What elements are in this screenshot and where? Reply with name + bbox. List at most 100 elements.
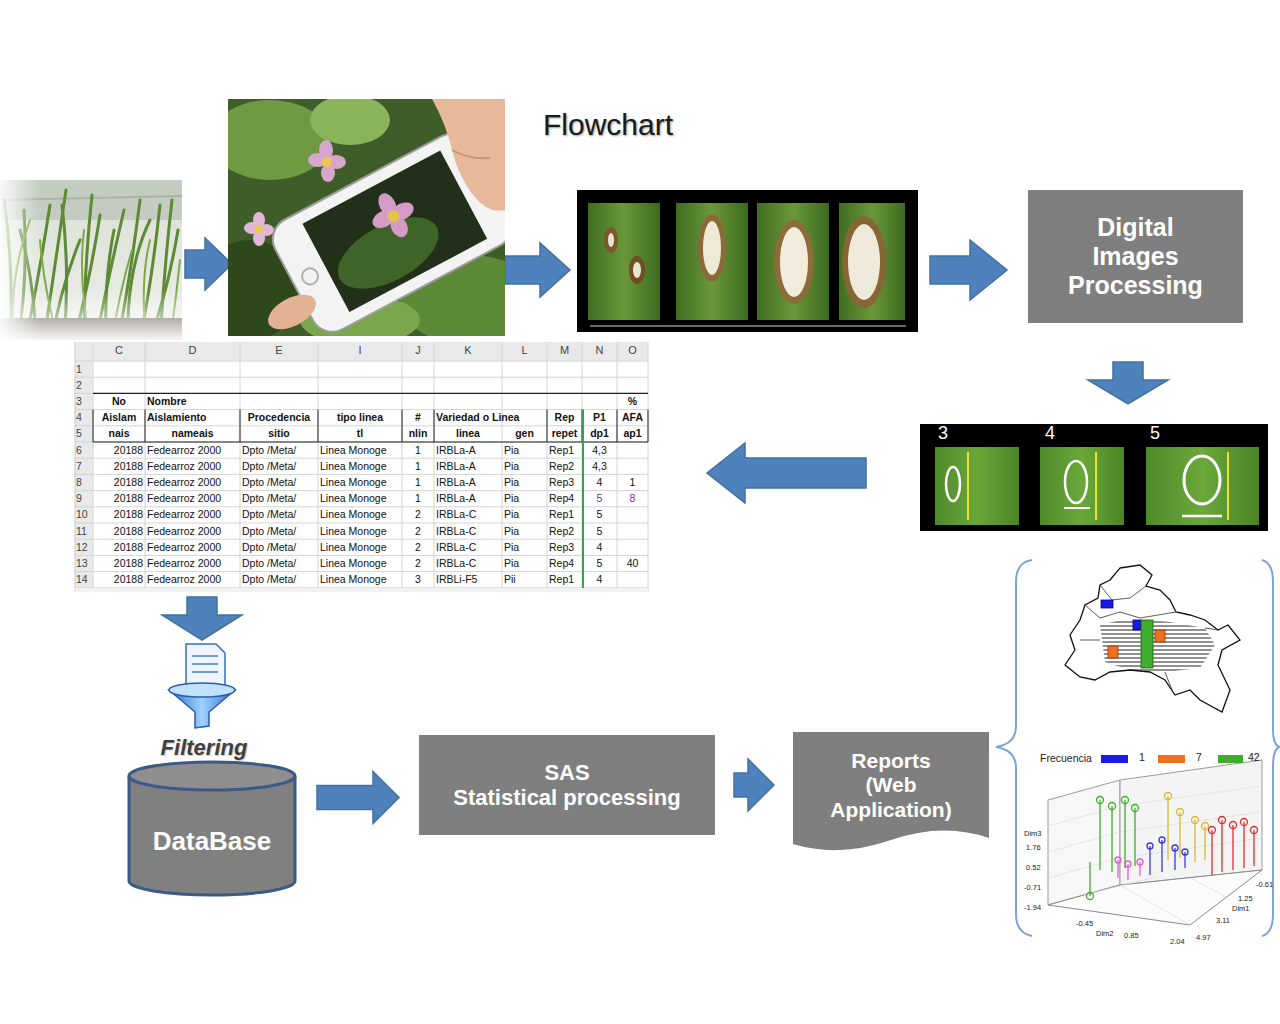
tick-label: 4.97 bbox=[1196, 933, 1211, 942]
funnel-icon bbox=[146, 640, 262, 730]
table-cell: 40 bbox=[619, 557, 646, 570]
table-cell: 4,3 bbox=[584, 460, 615, 473]
block-arrow-connector bbox=[734, 759, 774, 811]
table-cell: IRBLa-A bbox=[436, 476, 500, 489]
table-cell: 20188 bbox=[95, 444, 143, 457]
table-cell: Pia bbox=[504, 557, 545, 570]
row-number: 8 bbox=[75, 476, 93, 488]
table-cell: Rep4 bbox=[549, 557, 580, 570]
table-cell: Dpto /Meta/ bbox=[242, 476, 316, 489]
row-number: 10 bbox=[75, 508, 93, 520]
table-cell: Linea Monoge bbox=[320, 460, 400, 473]
bracket bbox=[996, 560, 1279, 936]
table-header-cell: Aislam bbox=[95, 411, 143, 424]
row-number: 13 bbox=[75, 557, 93, 569]
row-number: 3 bbox=[75, 395, 93, 407]
phone-photo bbox=[228, 99, 505, 336]
table-cell: IRBLi-F5 bbox=[436, 573, 500, 586]
table-header-cell: Nombre bbox=[147, 395, 238, 408]
table-cell: Pia bbox=[504, 460, 545, 473]
axis-label: Dim1 bbox=[1232, 904, 1250, 913]
table-cell: Dpto /Meta/ bbox=[242, 541, 316, 554]
row-number: 4 bbox=[75, 411, 93, 423]
table-cell: 20188 bbox=[95, 476, 143, 489]
node-sublabel: Statistical processing bbox=[433, 785, 701, 810]
image-number: 5 bbox=[1150, 423, 1160, 444]
table-header-cell: Variedad o Linea bbox=[436, 411, 545, 424]
table-cell: 20188 bbox=[95, 492, 143, 505]
table-cell: 2 bbox=[404, 525, 432, 538]
image-number: 3 bbox=[938, 423, 948, 444]
row-number: 1 bbox=[75, 363, 93, 375]
table-cell: Pia bbox=[504, 508, 545, 521]
column-header: C bbox=[93, 344, 145, 356]
table-header-cell: % bbox=[619, 395, 646, 408]
table-cell: Linea Monoge bbox=[320, 557, 400, 570]
tick-label: -1.94 bbox=[1024, 903, 1041, 912]
node-label: Digital Images Processing bbox=[1054, 213, 1217, 299]
row-number: 14 bbox=[75, 573, 93, 585]
scatter-3d bbox=[1048, 760, 1262, 925]
legend-label: 42 bbox=[1248, 751, 1260, 763]
node-label: Filtering bbox=[148, 735, 260, 760]
table-cell: 20188 bbox=[95, 573, 143, 586]
tick-label: 3.11 bbox=[1216, 916, 1230, 925]
node-label: DataBase bbox=[137, 827, 287, 857]
table-cell: Pia bbox=[504, 525, 545, 538]
table-cell: IRBLa-C bbox=[436, 541, 500, 554]
table-cell: Pia bbox=[504, 541, 545, 554]
table-cell: Fedearroz 2000 bbox=[147, 492, 238, 505]
table-header-cell: Procedencia bbox=[242, 411, 316, 424]
process-box: Digital Images Processing bbox=[1028, 190, 1243, 323]
column-header: D bbox=[145, 344, 240, 356]
row-number: 2 bbox=[75, 379, 93, 391]
tick-label: -0.45 bbox=[1076, 919, 1093, 928]
table-header-cell: # bbox=[404, 411, 432, 424]
table-cell: 2 bbox=[404, 557, 432, 570]
table-cell: 1 bbox=[404, 492, 432, 505]
row-number: 6 bbox=[75, 444, 93, 456]
table-cell: Linea Monoge bbox=[320, 492, 400, 505]
rice-photo bbox=[0, 180, 182, 340]
table-cell: 1 bbox=[404, 444, 432, 457]
table-cell: 20188 bbox=[95, 460, 143, 473]
table-cell: Linea Monoge bbox=[320, 525, 400, 538]
table-cell: Linea Monoge bbox=[320, 573, 400, 586]
tick-label: 0.85 bbox=[1124, 931, 1139, 940]
row-number: 9 bbox=[75, 492, 93, 504]
tick-label: 0.52 bbox=[1026, 863, 1041, 872]
table-cell: 1 bbox=[404, 476, 432, 489]
table-cell: Fedearroz 2000 bbox=[147, 444, 238, 457]
table-cell: 8 bbox=[619, 492, 646, 505]
table-header-cell: tipo linea bbox=[320, 411, 400, 424]
table-header-cell: gen bbox=[504, 427, 545, 440]
column-header: M bbox=[547, 344, 582, 356]
column-header: O bbox=[617, 344, 648, 356]
legend-swatch bbox=[1158, 755, 1185, 763]
column-header: K bbox=[434, 344, 502, 356]
table-cell: Fedearroz 2000 bbox=[147, 525, 238, 538]
table-cell: Rep2 bbox=[549, 460, 580, 473]
table-cell: Dpto /Meta/ bbox=[242, 444, 316, 457]
table-header-cell: Aislamiento bbox=[147, 411, 238, 424]
legend-swatch bbox=[1101, 755, 1128, 763]
table-cell: Fedearroz 2000 bbox=[147, 508, 238, 521]
legend-swatch bbox=[1218, 755, 1243, 763]
table-cell: Dpto /Meta/ bbox=[242, 460, 316, 473]
axis-label: Dim3 bbox=[1024, 829, 1042, 838]
row-number: 5 bbox=[75, 427, 93, 439]
legend-label: 7 bbox=[1196, 751, 1202, 763]
table-cell: Linea Monoge bbox=[320, 476, 400, 489]
column-header: J bbox=[402, 344, 434, 356]
table-header-cell: nlin bbox=[404, 427, 432, 440]
processed-images bbox=[920, 424, 1268, 531]
table-header-cell: nais bbox=[95, 427, 143, 440]
table-cell: 5 bbox=[584, 508, 615, 521]
table-cell: 20188 bbox=[95, 557, 143, 570]
legend-label: 1 bbox=[1139, 751, 1145, 763]
tick-label: 1.76 bbox=[1026, 843, 1041, 852]
table-header-cell: No bbox=[95, 395, 143, 408]
node-label: SAS bbox=[433, 760, 701, 785]
table-cell: 20188 bbox=[95, 525, 143, 538]
table-cell: 20188 bbox=[95, 541, 143, 554]
